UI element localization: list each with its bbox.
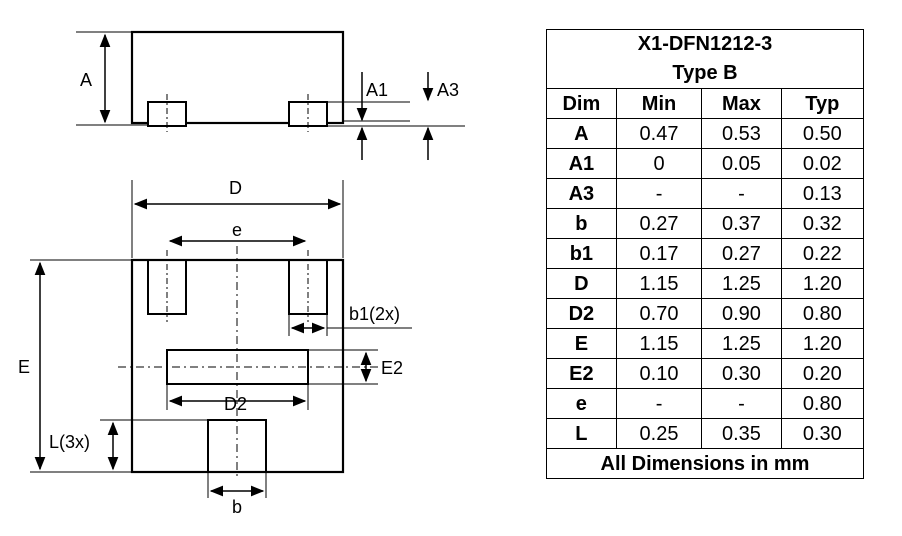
- label-D2: D2: [224, 394, 247, 414]
- table-row: A1 0 0.05 0.02: [546, 148, 865, 179]
- dim-max: 1.25: [701, 328, 782, 359]
- side-view: [76, 30, 465, 160]
- dim-max: 0.37: [701, 208, 782, 239]
- label-A: A: [80, 70, 92, 90]
- dim-name: L: [546, 418, 617, 449]
- dim-name: E2: [546, 358, 617, 389]
- dim-max: 0.53: [701, 118, 782, 149]
- dim-typ: 0.50: [780, 118, 865, 149]
- dim-name: b: [546, 208, 617, 239]
- label-L: L(3x): [49, 432, 90, 452]
- dim-name: b1: [546, 238, 617, 269]
- label-D: D: [229, 178, 242, 198]
- label-A3: A3: [437, 80, 459, 100]
- dim-typ: 0.20: [780, 358, 865, 389]
- side-view-body: [130, 30, 345, 125]
- header-typ: Typ: [780, 88, 865, 119]
- dim-min: 0.27: [615, 208, 703, 239]
- dim-name: D: [546, 268, 617, 299]
- dim-max: 0.90: [701, 298, 782, 329]
- table-row: E2 0.10 0.30 0.20: [546, 358, 865, 389]
- dim-typ: 0.32: [780, 208, 865, 239]
- table-row: b1 0.17 0.27 0.22: [546, 238, 865, 269]
- dim-max: -: [701, 178, 782, 209]
- table-row: E 1.15 1.25 1.20: [546, 328, 865, 359]
- dim-name: A: [546, 118, 617, 149]
- dim-min: 0.10: [615, 358, 703, 389]
- dim-max: -: [701, 388, 782, 419]
- label-E: E: [18, 357, 30, 377]
- dim-name: A3: [546, 178, 617, 209]
- table-title-line1: X1-DFN1212-3: [637, 33, 773, 55]
- label-E2: E2: [381, 358, 403, 378]
- dim-typ: 0.22: [780, 238, 865, 269]
- dim-max: 0.27: [701, 238, 782, 269]
- dim-name: D2: [546, 298, 617, 329]
- table-row: b 0.27 0.37 0.32: [546, 208, 865, 239]
- table-row: e - - 0.80: [546, 388, 865, 419]
- dim-max: 0.30: [701, 358, 782, 389]
- dim-min: 1.15: [615, 328, 703, 359]
- table-header-row: Dim Min Max Typ: [546, 88, 865, 119]
- dim-typ: 1.20: [780, 328, 865, 359]
- table-row: D2 0.70 0.90 0.80: [546, 298, 865, 329]
- table-row: A3 - - 0.13: [546, 178, 865, 209]
- dim-max: 0.35: [701, 418, 782, 449]
- dimensions-table: X1-DFN1212-3 Type B Dim Min Max Typ A 0.…: [546, 29, 865, 479]
- dim-min: -: [615, 388, 703, 419]
- header-min: Min: [615, 88, 703, 119]
- dim-typ: 0.80: [780, 298, 865, 329]
- label-A1: A1: [366, 80, 388, 100]
- dim-min: -: [615, 178, 703, 209]
- table-row: D 1.15 1.25 1.20: [546, 268, 865, 299]
- top-view: [30, 180, 412, 498]
- dim-min: 0.17: [615, 238, 703, 269]
- table-row: A 0.47 0.53 0.50: [546, 118, 865, 149]
- package-drawing: A A1 A3: [18, 30, 465, 517]
- label-b: b: [232, 497, 242, 517]
- table-title: X1-DFN1212-3 Type B: [546, 29, 864, 89]
- dim-typ: 0.80: [780, 388, 865, 419]
- label-e: e: [232, 220, 242, 240]
- dim-max: 1.25: [701, 268, 782, 299]
- dim-typ: 0.02: [780, 148, 865, 179]
- header-dim: Dim: [546, 88, 617, 119]
- dim-max: 0.05: [701, 148, 782, 179]
- dim-min: 0: [615, 148, 703, 179]
- dim-min: 0.70: [615, 298, 703, 329]
- table-footer: All Dimensions in mm: [546, 448, 864, 479]
- dim-typ: 1.20: [780, 268, 865, 299]
- dim-min: 0.47: [615, 118, 703, 149]
- dim-typ: 0.30: [780, 418, 865, 449]
- table-title-line2: Type B: [672, 62, 738, 84]
- dim-typ: 0.13: [780, 178, 865, 209]
- dim-min: 1.15: [615, 268, 703, 299]
- dim-name: e: [546, 388, 617, 419]
- dim-name: A1: [546, 148, 617, 179]
- header-max: Max: [701, 88, 782, 119]
- table-row: L 0.25 0.35 0.30: [546, 418, 865, 449]
- dim-min: 0.25: [615, 418, 703, 449]
- label-b1: b1(2x): [349, 304, 400, 324]
- dim-name: E: [546, 328, 617, 359]
